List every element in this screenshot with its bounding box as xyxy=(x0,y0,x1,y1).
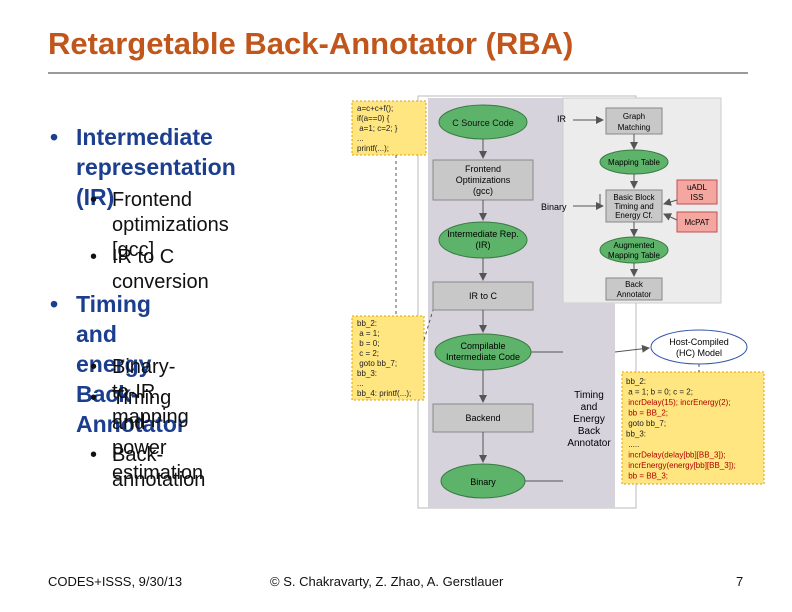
codeHC-line: ..... xyxy=(626,440,639,449)
codeHC-line: incrDelay(delay[bb][BB_3]); xyxy=(626,451,726,460)
frontend-label-1: Frontend xyxy=(465,164,501,174)
title-divider xyxy=(48,72,748,74)
codeMid-line: bb_2: xyxy=(357,319,377,328)
uadl-label-2: ISS xyxy=(691,193,704,202)
codeMid-line: bb_3: xyxy=(357,369,377,378)
codeHC-line: incrDelay(15); incrEnergy(2); xyxy=(626,398,730,407)
code-link-mid xyxy=(423,299,437,341)
bullet-back-annotation: • Back-annotation xyxy=(90,444,206,491)
codeMid-line: a = 1; xyxy=(357,329,379,338)
hc-code-text: bb_2: a = 1; b = 0; c = 2; incrDelay(15)… xyxy=(626,377,736,481)
codeHC-line: a = 1; b = 0; c = 2; xyxy=(626,388,693,397)
timing-annotator-label-4: Back xyxy=(578,426,601,437)
bullet-frontend: • Frontend optimizations [gcc] xyxy=(90,189,229,261)
mcpat-label: McPAT xyxy=(684,218,709,227)
bullet-ir: • Intermediate representation (IR) xyxy=(50,124,236,210)
intermediate-label-1: Intermediate Rep. xyxy=(447,229,519,239)
bullet-ir-to-c: • IR to C conversion xyxy=(90,246,209,293)
codeHC-line: bb_2: xyxy=(626,377,646,386)
ir-flow-label: IR xyxy=(557,114,567,124)
arrow-annotator-hc xyxy=(614,344,650,353)
hc-model-node xyxy=(650,329,748,365)
c-code-box xyxy=(351,100,427,156)
timing-annotator-label-3: Energy xyxy=(573,414,605,425)
frontend-label-3: (gcc) xyxy=(473,186,493,196)
hc-code-box xyxy=(621,371,765,485)
intermediate-label-2: (IR) xyxy=(476,240,491,250)
back-annotator-label-2: Annotator xyxy=(617,290,652,299)
graph-matching-label-2: Matching xyxy=(618,123,650,132)
codeHC-line: bb = BB_2; xyxy=(626,409,668,418)
hc-model-label-2: (HC) Model xyxy=(676,348,722,358)
binary-node-label: Binary xyxy=(470,477,496,487)
c-source-label: C Source Code xyxy=(452,118,514,128)
timing-annotator-label-2: and xyxy=(581,402,598,413)
back-annotator-label-1: Back xyxy=(625,280,644,289)
augmented-label-2: Mapping Table xyxy=(608,251,660,260)
basic-block-label-2: Timing and xyxy=(614,202,653,211)
ir-to-c-label: IR to C xyxy=(469,291,498,301)
uadl-label-1: uADL xyxy=(687,183,708,192)
codeTop-line: printf(...); xyxy=(357,144,389,153)
codeHC-line: incrEnergy(energy[bb][BB_3]); xyxy=(626,461,736,470)
mapping-table-label: Mapping Table xyxy=(608,158,660,167)
slide-title: Retargetable Back-Annotator (RBA) xyxy=(48,26,574,61)
footer-page-number: 7 xyxy=(736,574,744,589)
back-annotator-node xyxy=(605,277,663,301)
codeHC-line: goto bb_7; xyxy=(626,419,666,428)
augmented-label-1: Augmented xyxy=(614,241,655,250)
timing-annotator-strip xyxy=(563,303,615,508)
codeMid-line: c = 2; xyxy=(357,349,379,358)
codeHC-line: bb_3: xyxy=(626,430,646,439)
ir-code-box xyxy=(351,315,425,401)
mcpat-node xyxy=(676,211,718,233)
compilable-label-1: Compilable xyxy=(460,341,505,351)
compilable-label-2: Intermediate Code xyxy=(446,352,520,362)
arrow-uadl-basic xyxy=(663,198,678,206)
codeTop-line: if(a==0) { xyxy=(357,114,390,123)
frontend-label-2: Optimizations xyxy=(456,175,511,185)
footer-venue: CODES+ISSS, 9/30/13 xyxy=(48,574,183,589)
ir-to-c-node xyxy=(432,281,534,311)
graph-matching-label-1: Graph xyxy=(623,112,645,121)
uadl-iss-node xyxy=(676,179,718,205)
c-code-text: a=c+c+f();if(a==0) { a=1; c=2; }...print… xyxy=(357,104,398,153)
ir-code-text: bb_2: a = 1; b = 0; c = 2; goto bb_7;bb_… xyxy=(357,319,411,398)
footer-authors: © S. Chakravarty, Z. Zhao, A. Gerstlauer xyxy=(270,574,504,589)
bullet-binary-mapping: • Binary-to-IR mapping xyxy=(90,356,189,428)
codeMid-line: b = 0; xyxy=(357,339,379,348)
hc-model-label-1: Host-Compiled xyxy=(669,337,729,347)
codeHC-line: bb = BB_3; xyxy=(626,472,668,481)
timing-annotator-label-5: Annotator xyxy=(567,438,611,449)
frontend-node xyxy=(432,159,534,201)
backend-label: Backend xyxy=(465,413,500,423)
bullet-timing: • Timing and energy Back-Annotator xyxy=(50,291,186,437)
basic-block-label-1: Basic Block xyxy=(613,193,655,202)
codeTop-line: ... xyxy=(357,134,364,143)
codeMid-line: ... xyxy=(357,379,364,388)
backend-node xyxy=(432,403,534,433)
codeTop-line: a=1; c=2; } xyxy=(357,124,398,133)
timing-annotator-label-1: Timing xyxy=(574,390,604,401)
codeMid-line: bb_4: printf(...); xyxy=(357,389,411,398)
codeMid-line: goto bb_7; xyxy=(357,359,397,368)
basic-block-label-3: Energy Cf. xyxy=(615,211,653,220)
bullet-timing-power: • Timing and power estimation xyxy=(90,387,204,484)
binary-flow-label: Binary xyxy=(541,202,567,212)
codeTop-line: a=c+c+f(); xyxy=(357,104,393,113)
basic-block-node xyxy=(605,189,663,223)
arrow-mcpat-basic xyxy=(663,213,678,221)
